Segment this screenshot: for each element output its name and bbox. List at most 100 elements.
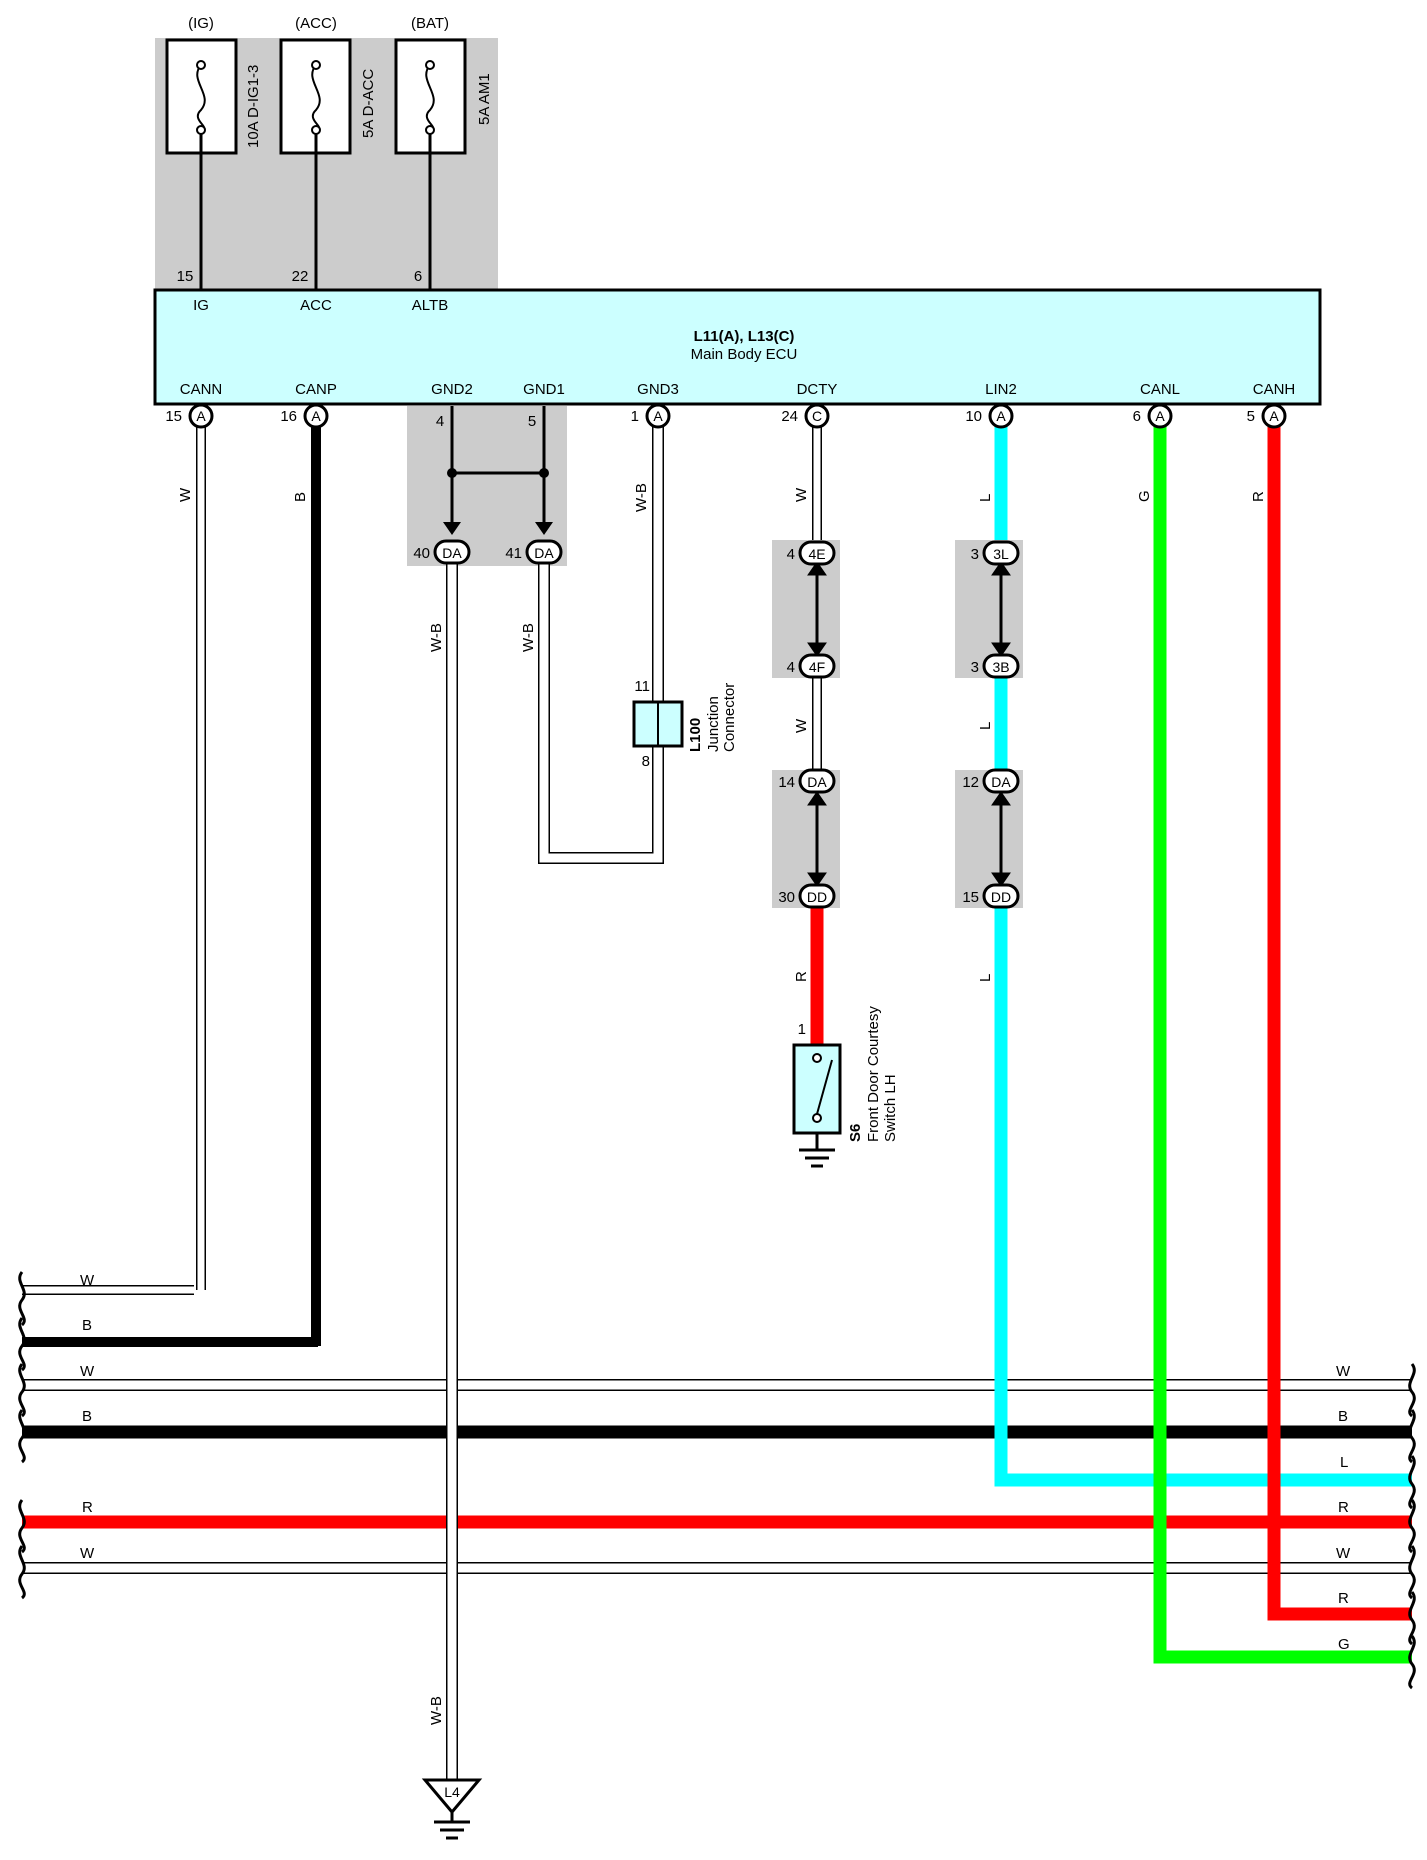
svg-text:1: 1 bbox=[798, 1021, 806, 1038]
svg-text:3B: 3B bbox=[992, 659, 1009, 675]
svg-text:Switch LH: Switch LH bbox=[882, 1074, 899, 1142]
svg-text:A: A bbox=[1269, 408, 1279, 424]
ecu-terminal-label: GND1 bbox=[523, 381, 565, 398]
ecu-terminal-ig: IG bbox=[193, 297, 209, 314]
ecu-pin-connector: A 16 bbox=[280, 403, 329, 429]
svg-text:41: 41 bbox=[505, 545, 522, 562]
svg-text:12: 12 bbox=[962, 774, 979, 791]
wire-color-label: L bbox=[977, 722, 994, 730]
fuse-source-label: (IG) bbox=[188, 15, 214, 32]
inline-connector: 3B 3 bbox=[971, 653, 1020, 679]
svg-text:DA: DA bbox=[991, 774, 1011, 790]
ecu-terminal-label: GND3 bbox=[637, 381, 679, 398]
svg-text:5: 5 bbox=[1247, 408, 1255, 425]
inline-connector: 4E 4 bbox=[787, 540, 836, 566]
inline-connector: DA 12 bbox=[962, 768, 1020, 794]
svg-text:16: 16 bbox=[280, 408, 297, 425]
ecu-terminal-altb: ALTB bbox=[412, 297, 448, 314]
inline-connector: DA 14 bbox=[778, 768, 836, 794]
ecu-pin-number: 5 bbox=[528, 413, 536, 430]
svg-text:40: 40 bbox=[413, 545, 430, 562]
svg-text:A: A bbox=[196, 408, 206, 424]
fuse-name-label: 10A D-IG1-3 bbox=[245, 65, 262, 148]
bus-line-label: R bbox=[82, 1499, 93, 1516]
junction-connector-l100: 11 8 L100 Junction Connector bbox=[632, 678, 738, 770]
wire-color-label: W bbox=[793, 487, 810, 502]
svg-text:10: 10 bbox=[965, 408, 982, 425]
ecu-pin-connector: A 1 bbox=[631, 403, 671, 429]
wire-color-label: W-B bbox=[520, 623, 537, 652]
svg-text:15: 15 bbox=[165, 408, 182, 425]
bus-line-label: R bbox=[1338, 1590, 1349, 1607]
wire-color-label: G bbox=[1136, 490, 1153, 502]
ecu-pin-connector: A 5 bbox=[1247, 403, 1287, 429]
ecu-terminal-label: CANP bbox=[295, 381, 337, 398]
inline-connector: DD 15 bbox=[962, 883, 1020, 909]
svg-text:C: C bbox=[812, 408, 822, 424]
inline-connector: DD 30 bbox=[778, 883, 836, 909]
svg-text:DA: DA bbox=[442, 545, 462, 561]
bus-line-label: B bbox=[82, 1408, 92, 1425]
svg-text:1: 1 bbox=[631, 408, 639, 425]
svg-text:DD: DD bbox=[991, 889, 1011, 905]
svg-text:3L: 3L bbox=[993, 546, 1009, 562]
fuse-source-label: (ACC) bbox=[295, 15, 337, 32]
bus-line-label: L bbox=[1340, 1454, 1348, 1471]
svg-text:4E: 4E bbox=[808, 546, 825, 562]
ecu-pin-connector: A 15 bbox=[165, 403, 214, 429]
ecu-pin-number: 4 bbox=[436, 413, 444, 430]
front-door-courtesy-switch: 1 S6 Front Door Courtesy Switch LH bbox=[792, 1006, 899, 1168]
bus-line-label: R bbox=[1338, 1499, 1349, 1516]
svg-text:A: A bbox=[311, 408, 321, 424]
svg-text:30: 30 bbox=[778, 889, 795, 906]
ecu-pin-connector: C 24 bbox=[781, 403, 830, 429]
wire-color-label: L bbox=[977, 494, 994, 502]
ecu-terminal-acc: ACC bbox=[300, 297, 332, 314]
wire-color-label: L bbox=[977, 974, 994, 982]
ecu-id: L11(A), L13(C) bbox=[694, 328, 795, 345]
splice-background bbox=[407, 406, 567, 566]
svg-text:DA: DA bbox=[534, 545, 554, 561]
bus-line-label: W bbox=[80, 1272, 95, 1289]
svg-text:4F: 4F bbox=[809, 659, 825, 675]
wire-color-label: R bbox=[793, 971, 810, 982]
svg-text:6: 6 bbox=[1133, 408, 1141, 425]
wire-color-label: W bbox=[177, 487, 194, 502]
wire-color-label: W-B bbox=[428, 1696, 445, 1725]
bus-line-label: W bbox=[80, 1363, 95, 1380]
bus-line-label: G bbox=[1338, 1636, 1350, 1653]
svg-text:4: 4 bbox=[787, 659, 795, 676]
fuse-name-label: 5A AM1 bbox=[476, 73, 493, 125]
svg-text:3: 3 bbox=[971, 659, 979, 676]
svg-text:DA: DA bbox=[807, 774, 827, 790]
ecu-terminal-label: CANH bbox=[1253, 381, 1296, 398]
fuse-pin-label: 6 bbox=[414, 268, 422, 285]
mating-arrows bbox=[807, 561, 1011, 887]
wire-color-label: W-B bbox=[633, 483, 650, 512]
fuse-pin-label: 22 bbox=[292, 268, 309, 285]
svg-text:3: 3 bbox=[971, 546, 979, 563]
main-body-ecu bbox=[153, 288, 1322, 406]
wire-color-label: W bbox=[793, 718, 810, 733]
svg-text:A: A bbox=[996, 408, 1006, 424]
bus-line-label: W bbox=[80, 1545, 95, 1562]
ground-point-l4: L4 bbox=[421, 1778, 483, 1840]
ecu-pin-connector: A 10 bbox=[965, 403, 1014, 429]
inline-connector: 3L 3 bbox=[971, 540, 1020, 566]
ecu-terminal-label: CANL bbox=[1140, 381, 1180, 398]
svg-text:4: 4 bbox=[787, 546, 795, 563]
wire-color-label: B bbox=[292, 492, 309, 502]
svg-text:15: 15 bbox=[962, 889, 979, 906]
ecu-terminal-label: LIN2 bbox=[985, 381, 1017, 398]
left-break-marks bbox=[18, 1271, 26, 1600]
wire-color-label: R bbox=[1250, 491, 1267, 502]
fuse-pin-label: 15 bbox=[177, 268, 194, 285]
bus-line-label: W bbox=[1336, 1363, 1351, 1380]
fuse-name-label: 5A D-ACC bbox=[360, 69, 377, 138]
bus-line-label: W bbox=[1336, 1545, 1351, 1562]
inline-connector: DA 40 bbox=[413, 539, 471, 565]
svg-text:Front Door Courtesy: Front Door Courtesy bbox=[865, 1006, 882, 1142]
svg-text:A: A bbox=[1155, 408, 1165, 424]
svg-text:14: 14 bbox=[778, 774, 795, 791]
